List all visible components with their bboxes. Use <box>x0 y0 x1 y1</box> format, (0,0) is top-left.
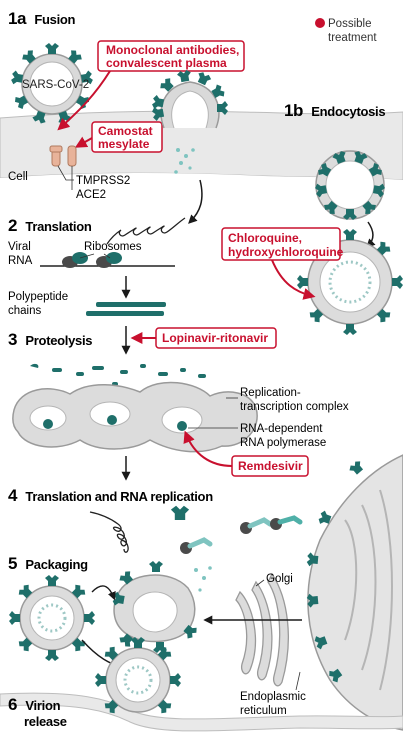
rtc-label-2: transcription complex <box>240 401 349 413</box>
treatment-chloroquine: Chloroquine, hydroxychloroquine <box>221 227 344 261</box>
step-6-heading: 6 Virion <box>8 695 61 714</box>
treatment-monoclonal-antibodies: Monoclonal antibodies, convalescent plas… <box>97 40 245 72</box>
treatment-remdesivir: Remdesivir <box>231 455 309 477</box>
er-label: Endoplasmic <box>240 691 306 703</box>
rdrp-enzymes <box>43 415 187 431</box>
step-6-heading-line2: release <box>24 714 67 729</box>
rdrp-label: RNA-dependent <box>240 423 323 435</box>
new-rna-strand <box>89 511 129 553</box>
cell-label: Cell <box>8 171 28 183</box>
viral-rna-label: Viral <box>8 241 31 253</box>
svg-text:mesylate: mesylate <box>98 137 150 151</box>
released-virion <box>95 637 181 716</box>
sars-cov-2-label: SARS-CoV-2 <box>22 79 89 91</box>
polypeptide-label: Polypeptide <box>8 291 68 303</box>
packaging-to-release-arrow <box>91 585 116 601</box>
step-4-heading: 4 Translation and RNA replication <box>8 486 213 505</box>
new-virion-left <box>9 575 95 661</box>
golgi-label: Golgi <box>266 573 293 585</box>
rtc-label: Replication- <box>240 387 301 399</box>
svg-text:Camostat: Camostat <box>98 124 153 138</box>
polypeptide-label-2: chains <box>8 305 41 317</box>
svg-text:Chloroquine,: Chloroquine, <box>228 231 302 245</box>
svg-text:Remdesivir: Remdesivir <box>238 459 303 473</box>
sars-cov-2-virion <box>10 43 94 125</box>
packaging-inner <box>132 591 178 633</box>
step-1b-heading: 1b Endocytosis <box>284 101 385 120</box>
camostat-arrow <box>74 136 93 148</box>
svg-text:Monoclonal antibodies,: Monoclonal antibodies, <box>106 43 239 57</box>
tmprss2-leader <box>57 165 74 181</box>
endocytosing-virion <box>314 149 386 220</box>
replication-membrane <box>12 381 258 453</box>
fusion-arrow <box>188 179 203 224</box>
ace2-label: ACE2 <box>76 189 106 201</box>
chloroquine-arrow <box>271 259 316 300</box>
step-2-heading: 2 Translation <box>8 216 92 235</box>
golgi-leader <box>255 579 265 587</box>
step-3-heading: 3 Proteolysis <box>8 330 92 349</box>
er-leader <box>295 671 301 691</box>
structural-proteins <box>170 505 303 554</box>
step-1a-heading: 1a Fusion <box>8 9 76 28</box>
ribosome-leader <box>79 253 111 259</box>
tmprss2-receptor <box>49 145 63 167</box>
ribosomes <box>62 252 122 268</box>
tmprss2-label: TMPRSS2 <box>76 175 130 187</box>
nucleocapsid-dots <box>194 566 212 592</box>
polypeptide-chains <box>86 302 166 316</box>
viral-rna-label-2: RNA <box>8 255 33 267</box>
viral-rna-coil <box>106 217 186 245</box>
golgi <box>235 572 289 687</box>
legend-dot <box>315 18 325 28</box>
legend-label: Possible <box>328 18 371 30</box>
ribosomes-label: Ribosomes <box>84 241 142 253</box>
double-membrane-vesicles <box>29 401 203 434</box>
released-nucleocapsid <box>174 148 195 174</box>
treatment-lopinavir-ritonavir: Lopinavir-ritonavir <box>155 327 277 349</box>
treatment-camostat-mesylate: Camostat mesylate <box>91 121 163 153</box>
er-folds <box>344 489 393 691</box>
ace2-receptor <box>67 145 77 167</box>
endosome <box>297 229 403 335</box>
svg-text:Lopinavir-ritonavir: Lopinavir-ritonavir <box>162 331 268 345</box>
polypeptide-fragments <box>30 363 206 386</box>
svg-text:convalescent plasma: convalescent plasma <box>106 56 227 70</box>
mab-arrow <box>57 70 111 131</box>
rdrp-label-2: RNA polymerase <box>240 437 326 449</box>
step-5-heading: 5 Packaging <box>8 554 88 573</box>
er-label-2: reticulum <box>240 705 287 717</box>
fusing-virion <box>151 69 228 129</box>
svg-text:hydroxychloroquine: hydroxychloroquine <box>228 245 344 259</box>
legend-label-2: treatment <box>328 32 377 44</box>
remdesivir-arrow <box>183 430 233 467</box>
